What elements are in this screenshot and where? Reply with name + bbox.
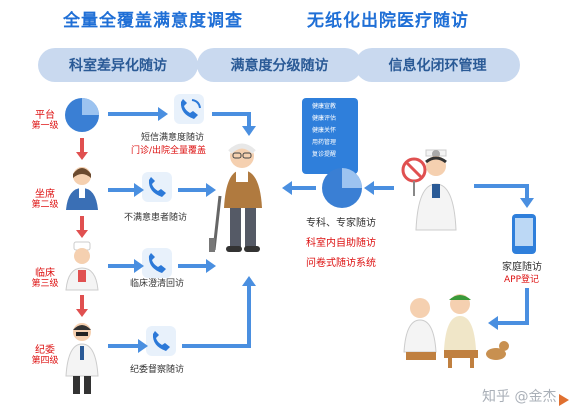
arrow-agent-phone — [108, 188, 136, 192]
level-platform-name: 平台 — [35, 110, 55, 121]
arrow-platform-sms-head — [158, 107, 168, 121]
arrow-doctor-mobile-head — [520, 198, 534, 208]
title-left: 全量全覆盖满意度调查 — [63, 11, 243, 31]
doc-list-item: 健康宣教 — [312, 103, 337, 110]
arrow-doctor-mobile-v — [525, 184, 529, 200]
arrow-doctor-mobile-h — [474, 184, 528, 188]
level-agent-name: 坐席 — [35, 189, 55, 200]
watermark: 知乎 @金杰 — [482, 389, 557, 405]
arrow-discipline-phone-head — [138, 339, 148, 353]
doc-list-item: 健康评估 — [312, 115, 337, 122]
elderly-patient-illustration — [209, 143, 262, 252]
play-icon — [559, 394, 569, 406]
level-arrow-2-3 — [80, 216, 84, 232]
arrow-agent-phone-head — [134, 183, 144, 197]
sms-coverage: 门诊/出院全量覆盖 — [131, 146, 207, 156]
arrow-discipline-patient-h — [182, 344, 250, 348]
discipline-caption: 纪委督察随访 — [130, 365, 185, 375]
unsatisfied-phone-icon — [142, 172, 172, 202]
unsatisfied-caption: 不满意患者随访 — [124, 213, 188, 223]
level-agent: 坐席 第二级 — [30, 189, 60, 211]
doctor-with-sign-illustration — [401, 149, 457, 231]
level-platform: 平台 第一级 — [30, 110, 60, 132]
pill-closed-loop: 信息化闭环管理 — [355, 48, 520, 82]
arrow-clinical-patient — [178, 264, 208, 268]
level-arrow-3-4 — [80, 295, 84, 311]
level-clinical-name: 临床 — [35, 268, 55, 279]
arrow-mobile-family-v — [525, 288, 529, 324]
level-agent-rank: 第二级 — [31, 200, 59, 210]
arrow-clinical-phone-head — [134, 259, 144, 273]
title-right: 无纸化出院医疗随访 — [307, 11, 469, 31]
sms-label: 短信满意度随访 — [141, 133, 205, 143]
center-line-1: 专科、专家随访 — [306, 218, 376, 229]
family-visit-illustration — [403, 294, 509, 368]
pill-grading-followup: 满意度分级随访 — [197, 48, 362, 82]
arrow-doctor-center-head — [364, 181, 374, 195]
level-clinical: 临床 第三级 — [30, 268, 60, 290]
call-agent-avatar-icon — [66, 167, 98, 210]
doc-list-item: 复诊提醒 — [312, 151, 337, 158]
level-clinical-rank: 第三级 — [31, 279, 59, 289]
arrow-clinical-phone — [108, 264, 136, 268]
discipline-phone-icon — [146, 326, 176, 356]
arrow-center-patient — [290, 186, 316, 190]
level-arrow-2-3-head — [76, 230, 88, 238]
arrow-mobile-family-h — [496, 321, 529, 325]
doc-list-item: 用药管理 — [312, 139, 337, 146]
arrow-platform-sms — [108, 112, 160, 116]
family-line-2: APP登记 — [504, 275, 540, 285]
mobile-app-icon — [512, 214, 536, 254]
level-discipline-rank: 第四级 — [31, 356, 59, 366]
arrow-clinical-patient-head — [206, 259, 216, 273]
center-pie-icon — [322, 168, 362, 208]
arrow-doctor-center — [372, 186, 394, 190]
mobile-screen — [515, 218, 533, 246]
arrow-discipline-patient-head — [242, 276, 256, 286]
center-line-3: 问卷式随访系统 — [306, 258, 376, 269]
arrow-sms-patient-h — [212, 112, 250, 116]
level-discipline-name: 纪委 — [35, 345, 55, 356]
level-arrow-3-4-head — [76, 309, 88, 317]
level-platform-rank: 第一级 — [31, 121, 59, 131]
arrow-mobile-family-head — [488, 316, 498, 330]
level-arrow-1-2-head — [76, 152, 88, 160]
level-arrow-1-2 — [80, 138, 84, 154]
level-discipline: 纪委 第四级 — [30, 345, 60, 367]
clinical-caption: 临床澄清回访 — [130, 279, 185, 289]
doc-list-item: 健康关怀 — [312, 127, 337, 134]
family-line-1: 家庭随访 — [502, 262, 542, 273]
arrow-discipline-patient-v — [247, 285, 251, 348]
arrow-phone-patient — [178, 188, 208, 192]
pie-chart-icon — [65, 98, 99, 132]
sms-phone-icon — [174, 94, 204, 124]
clinical-doctor-avatar-icon — [65, 241, 99, 291]
doc-list-panel: 健康宣教 健康评估 健康关怀 用药管理 复诊提醒 — [302, 98, 358, 174]
pill-dept-followup: 科室差异化随访 — [38, 48, 198, 82]
doc-list: 健康宣教 健康评估 健康关怀 用药管理 复诊提醒 — [302, 98, 358, 161]
arrow-discipline-phone — [108, 344, 140, 348]
arrow-center-patient-head — [282, 181, 292, 195]
arrow-sms-patient-v — [247, 112, 251, 128]
clinical-phone-icon — [142, 248, 172, 278]
discipline-officer-avatar-icon — [65, 323, 99, 394]
arrow-phone-patient-head — [206, 183, 216, 197]
center-line-2: 科室内自助随访 — [306, 238, 376, 249]
arrow-sms-patient-head — [242, 126, 256, 136]
